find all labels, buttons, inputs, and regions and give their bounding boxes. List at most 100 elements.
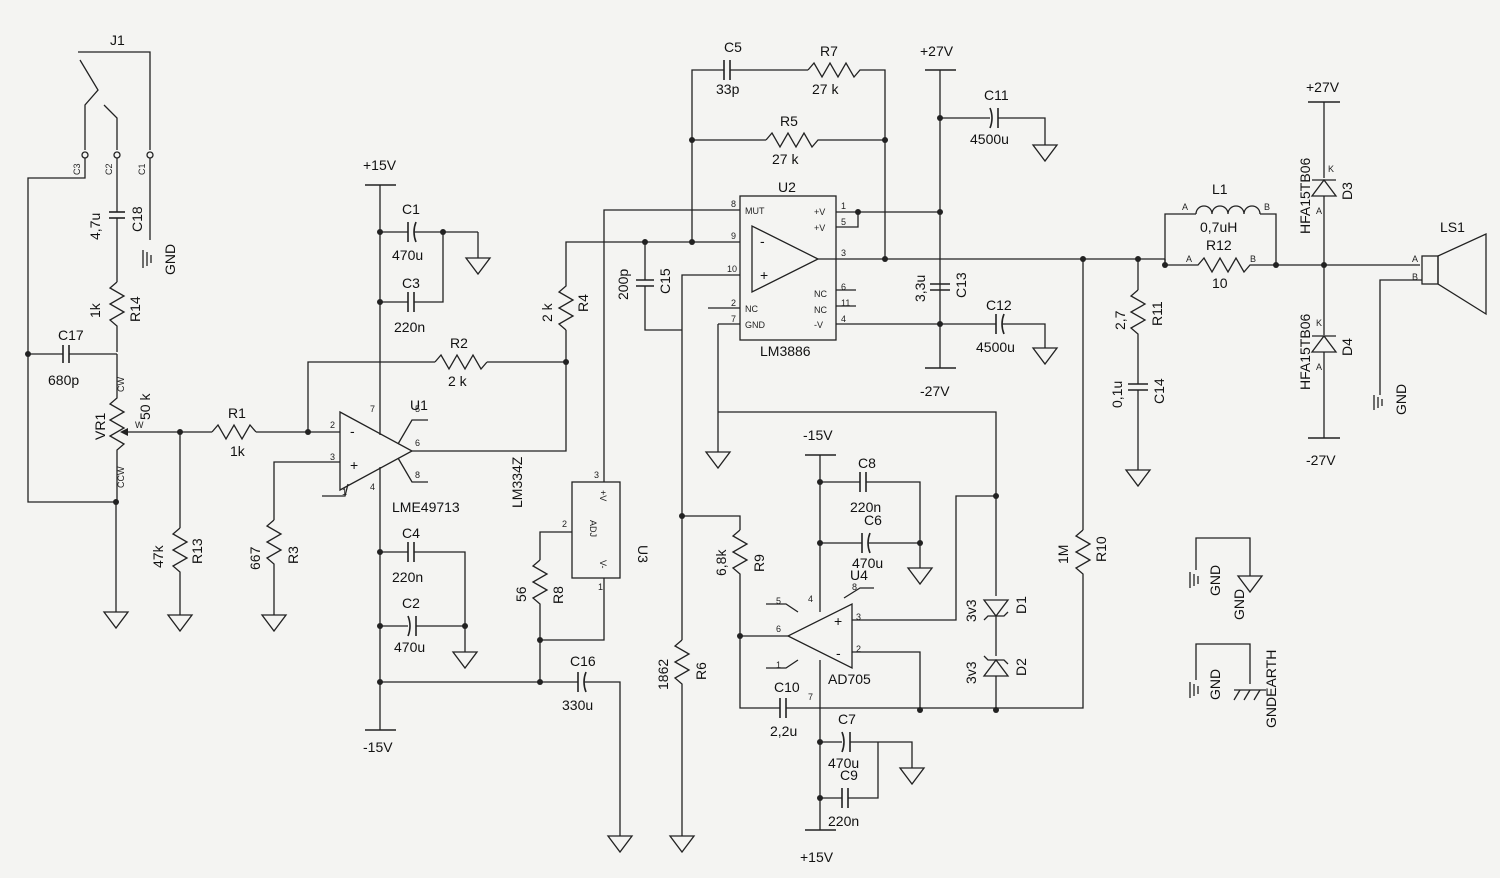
c8-value: 220n — [850, 499, 881, 515]
c17-ref: C17 — [58, 327, 84, 343]
c9-value: 220n — [828, 813, 859, 829]
r6-ref: R6 — [693, 662, 709, 680]
r11-ref: R11 — [1149, 301, 1165, 326]
ls1-pin-a: A — [1412, 254, 1418, 264]
u3-vp: +V — [598, 490, 608, 501]
u3-pin-3: 3 — [594, 470, 599, 480]
c12-ref: C12 — [986, 297, 1012, 313]
r2-ref: R2 — [450, 335, 468, 351]
c7-value: 470u — [828, 755, 859, 771]
u2-pin-2: 2 — [731, 298, 736, 308]
resistor-r14: 1k R14 — [87, 281, 143, 352]
capacitor-c17: C17 680p — [25, 327, 117, 388]
resistor-r3: 667 R3 — [247, 461, 340, 633]
u4-pin-8: 8 — [852, 582, 857, 592]
c6-value: 470u — [852, 555, 883, 571]
u1-pin-8: 8 — [415, 470, 420, 480]
u1-supply: +15V -15V — [363, 157, 397, 755]
u2-mut: MUT — [745, 206, 765, 216]
resistor-r8: 56 R8 — [513, 559, 566, 682]
vr1-value: 50 k — [137, 393, 153, 420]
r7-ref: R7 — [820, 43, 838, 59]
u1-plus: + — [350, 457, 358, 473]
r6-value: 1862 — [655, 659, 671, 690]
r3-value: 667 — [247, 546, 263, 570]
u2-part: LM3886 — [760, 343, 811, 359]
u3-vm: V- — [598, 560, 608, 569]
servo-section: 1862 R6 6,8k R9 + - U4 AD705 5 6 1 4 8 3… — [655, 330, 1080, 865]
opamp-u1: - + 2 3 7 4 5 6 8 1 U1 LME49713 — [305, 361, 460, 515]
d1-value: 3v3 — [963, 599, 979, 622]
u2-pin-1: 1 — [841, 201, 846, 211]
u4-pin-2: 2 — [856, 644, 861, 654]
c11-value: 4500u — [970, 131, 1009, 147]
capacitor-c18: 4,7u C18 — [87, 200, 145, 282]
rail-neg27-b: -27V — [1306, 452, 1336, 468]
rail-neg15: -15V — [363, 739, 393, 755]
u1-pin-5: 5 — [415, 404, 420, 414]
r1-value: 1k — [230, 443, 246, 459]
r5-ref: R5 — [780, 113, 798, 129]
r13-value: 47k — [150, 544, 166, 568]
c2-value: 470u — [394, 639, 425, 655]
u1-pin-1: 1 — [342, 487, 347, 497]
resistor-r10: 1M R10 — [1055, 256, 1109, 709]
gnd-label-3: GND — [1207, 565, 1223, 596]
c16-value: 330u — [562, 697, 593, 713]
d4-pin-k: K — [1316, 318, 1322, 328]
u4-pin-4: 4 — [808, 594, 813, 604]
capacitor-c15: 200p C15 — [615, 239, 682, 331]
c1-ref: C1 — [402, 201, 420, 217]
u2-pin-4: 4 — [841, 314, 846, 324]
r12-pin-b: B — [1250, 254, 1256, 264]
u4-minus: - — [836, 645, 841, 661]
r4-value: 2 k — [539, 302, 555, 322]
ic-u3: LM334Z U3 ADJ +V V- 3 2 1 — [509, 209, 740, 641]
resistor-r2: R2 2 k — [434, 335, 566, 389]
u3-adj: ADJ — [588, 520, 598, 537]
d2-value: 3v3 — [963, 661, 979, 684]
zener-diodes: 3v3 D1 3v3 D2 — [963, 493, 1029, 710]
r9-value: 6,8k — [713, 549, 729, 576]
capacitor-c3: C3 220n — [380, 232, 444, 335]
u2-nc1: NC — [745, 304, 758, 314]
r3-ref: R3 — [285, 546, 301, 564]
r12-value: 10 — [1212, 275, 1228, 291]
c14-ref: C14 — [1151, 378, 1167, 404]
u2-pin-6: 6 — [841, 282, 846, 292]
d3-value: HFA15TB06 — [1297, 158, 1313, 234]
rail-pos27: +27V — [920, 43, 954, 59]
r9-ref: R9 — [751, 554, 767, 572]
output-network: L1 0,7uH A B R12 10 A B — [1162, 181, 1420, 291]
c18-value: 4,7u — [87, 213, 103, 240]
capacitor-c2: C2 470u — [380, 595, 479, 670]
u3-pin-1: 1 — [598, 582, 603, 592]
u3-ref: U3 — [635, 545, 651, 563]
connector-j1: J1 C3 C2 C1 — [27, 32, 154, 503]
vr1-ccw: CCW — [116, 466, 126, 488]
u1-pin-2: 2 — [330, 420, 335, 430]
ls1-pin-b: B — [1412, 272, 1418, 282]
c3-value: 220n — [394, 319, 425, 335]
potentiometer-vr1: VR1 50 k CW CCW W — [92, 354, 180, 630]
c18-ref: C18 — [129, 206, 145, 232]
u3-pin-2: 2 — [562, 519, 567, 529]
r2-value: 2 k — [448, 373, 468, 389]
u4-pin-5: 5 — [776, 596, 781, 606]
vr1-cw: CW — [116, 377, 126, 392]
c2-ref: C2 — [402, 595, 420, 611]
d1-ref: D1 — [1013, 596, 1029, 614]
u2-minus: - — [760, 233, 765, 249]
u2-pin-8: 8 — [731, 199, 736, 209]
r14-value: 1k — [87, 302, 103, 318]
resistor-r13: 47k R13 — [150, 432, 205, 633]
u2-pin-10: 10 — [727, 264, 737, 274]
r10-value: 1M — [1055, 545, 1071, 564]
gndearth-label: GNDEARTH — [1263, 650, 1279, 728]
u2-pin-7: 7 — [731, 314, 736, 324]
u2-plus: + — [760, 267, 768, 283]
c8-ref: C8 — [858, 455, 876, 471]
vr1-wiper: W — [135, 420, 144, 430]
capacitor-c4: C4 220n — [380, 525, 466, 626]
